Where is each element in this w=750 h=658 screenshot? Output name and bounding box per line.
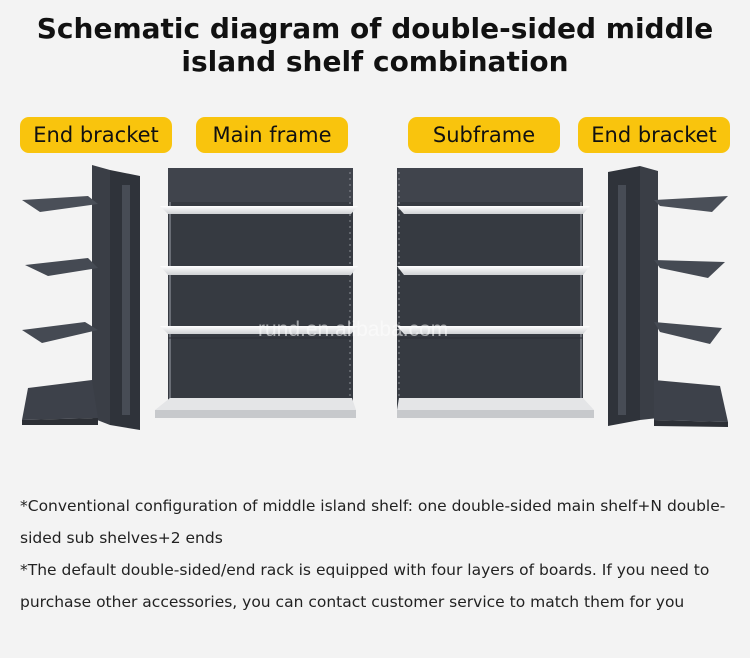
- subframe: [397, 168, 594, 418]
- end-bracket-right: [608, 166, 728, 427]
- label-main-frame: Main frame: [196, 117, 348, 153]
- notes: *Conventional configuration of middle is…: [20, 490, 735, 618]
- main-frame: [155, 168, 358, 418]
- title-line-1: Schematic diagram of double-sided middle: [36, 12, 714, 45]
- page-title: Schematic diagram of double-sided middle…: [0, 12, 750, 78]
- title-line-2: island shelf combination: [181, 45, 569, 78]
- label-end-bracket-left: End bracket: [20, 117, 172, 153]
- note-1: *Conventional configuration of middle is…: [20, 497, 726, 547]
- watermark-text: rund.en.alibaba.com: [258, 318, 449, 341]
- end-bracket-left: [22, 165, 140, 430]
- label-end-bracket-right: End bracket: [578, 117, 730, 153]
- label-subframe: Subframe: [408, 117, 560, 153]
- note-2: *The default double-sided/end rack is eq…: [20, 561, 710, 611]
